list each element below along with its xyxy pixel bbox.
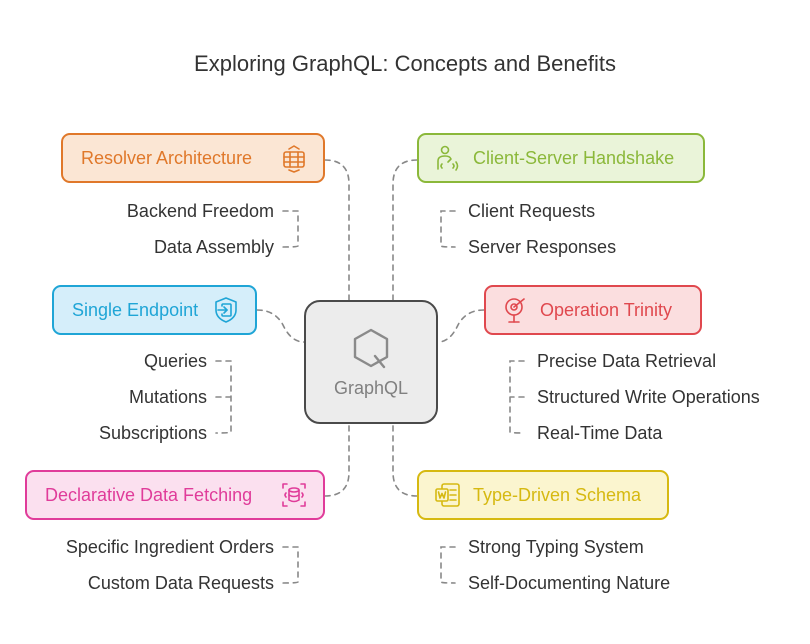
connector [392, 159, 418, 301]
node-label: Resolver Architecture [81, 147, 253, 168]
node-client-server-handshake: Client-Server Handshake [417, 133, 705, 183]
connector [440, 210, 456, 248]
node-label: Type-Driven Schema [473, 484, 642, 505]
database-layers-icon [279, 143, 309, 173]
sub-item: Strong Typing System [468, 537, 644, 557]
connector [509, 360, 525, 434]
node-label: Single Endpoint [72, 299, 199, 320]
diagram-title: Exploring GraphQL: Concepts and Benefits [194, 51, 616, 76]
connector [392, 423, 418, 497]
sub-item: Queries [143, 351, 207, 371]
word-document-icon [433, 480, 463, 510]
sub-item: Precise Data Retrieval [537, 351, 717, 371]
connector [324, 159, 350, 301]
node-label: Client-Server Handshake [473, 147, 675, 168]
sub-item: Custom Data Requests [87, 573, 274, 593]
user-signal-icon [433, 143, 463, 173]
connector [256, 309, 305, 343]
hub-label: GraphQL [333, 378, 409, 398]
target-stand-icon [500, 295, 530, 325]
sub-item: Specific Ingredient Orders [65, 537, 274, 557]
node-declarative-data-fetching: Declarative Data Fetching [25, 470, 325, 520]
connector [324, 423, 350, 497]
sub-item: Structured Write Operations [537, 387, 760, 407]
data-focus-icon [279, 480, 309, 510]
sub-item: Subscriptions [98, 423, 207, 443]
sub-item: Server Responses [468, 237, 617, 257]
connector [437, 309, 485, 343]
connector [440, 546, 456, 584]
connector [282, 210, 299, 248]
secure-entry-icon [211, 295, 241, 325]
sub-item: Data Assembly [153, 237, 274, 257]
connector [215, 360, 232, 434]
sub-item: Backend Freedom [126, 201, 274, 221]
sub-item: Mutations [128, 387, 207, 407]
sub-item: Client Requests [468, 201, 596, 221]
sub-item: Self-Documenting Nature [468, 573, 671, 593]
node-label: Declarative Data Fetching [45, 484, 253, 505]
sub-item: Real-Time Data [537, 423, 663, 443]
connector [282, 546, 299, 584]
node-operation-trinity: Operation Trinity [484, 285, 702, 335]
node-type-driven-schema: Type-Driven Schema [417, 470, 669, 520]
graphql-hub: GraphQL [304, 300, 438, 424]
graphql-icon [348, 326, 394, 372]
node-single-endpoint: Single Endpoint [52, 285, 257, 335]
node-label: Operation Trinity [540, 299, 673, 320]
node-resolver-architecture: Resolver Architecture [61, 133, 325, 183]
